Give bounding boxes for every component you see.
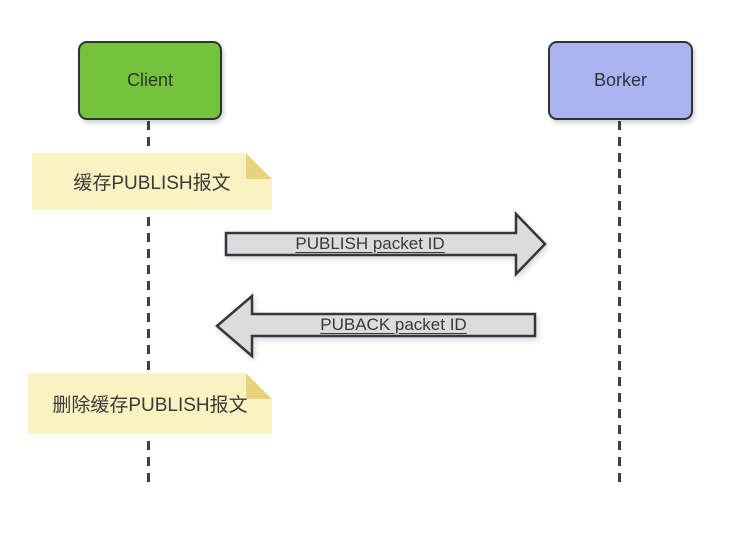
actor-box-client: Client <box>78 41 222 120</box>
actor-label-broker: Borker <box>593 70 647 90</box>
message-label-publish: PUBLISH packet ID <box>295 234 445 253</box>
message-arrow-publish: PUBLISH packet ID <box>224 211 548 278</box>
note-label: 删除缓存PUBLISH报文 <box>52 395 248 416</box>
message-arrow-puback: PUBACK packet ID <box>215 293 538 359</box>
note-delete-cache-publish: 删除缓存PUBLISH报文 <box>28 373 272 434</box>
folded-corner-icon <box>246 153 272 179</box>
block-arrow-right-icon <box>224 211 547 278</box>
folded-corner-icon <box>246 373 272 399</box>
actor-label-client: Client <box>126 70 174 90</box>
note-cache-publish: 缓存PUBLISH报文 <box>32 153 272 210</box>
lifeline-broker <box>618 121 621 488</box>
message-label-puback: PUBACK packet ID <box>320 315 467 334</box>
note-label: 缓存PUBLISH报文 <box>73 173 231 194</box>
actor-box-broker: Borker <box>548 41 693 120</box>
block-arrow-left-icon <box>215 293 537 359</box>
lifeline-client <box>147 121 150 486</box>
